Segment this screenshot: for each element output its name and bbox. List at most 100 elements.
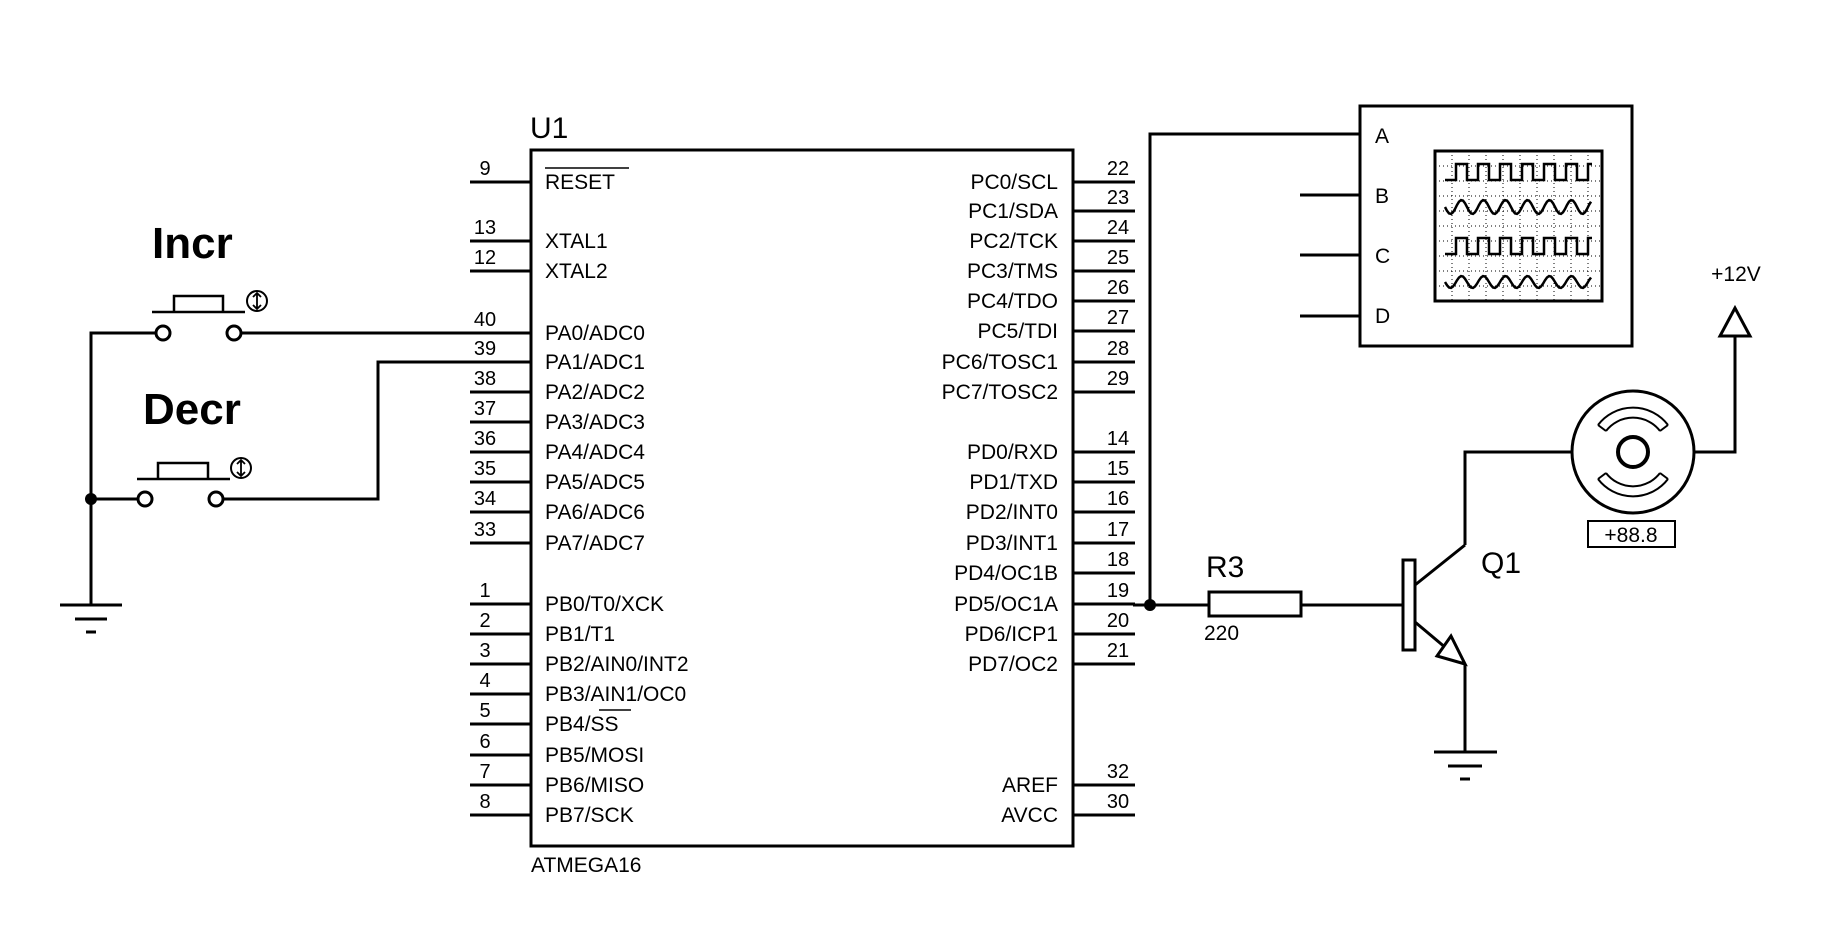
resistor-body — [1207, 590, 1303, 618]
pin-label: PC3/TMS — [967, 260, 1058, 283]
pin-label: PC2/TCK — [969, 230, 1058, 253]
wire-pd5-to-scope-a — [1148, 132, 1360, 605]
button-incr-toggle-icon[interactable] — [246, 290, 268, 312]
pin-number: 34 — [474, 488, 496, 510]
pin-number: 13 — [474, 217, 496, 239]
pin-number: 1 — [479, 580, 490, 602]
oscilloscope[interactable]: A B C D — [1300, 104, 1634, 348]
scope-channel-c: C — [1375, 245, 1390, 268]
pin-number: 14 — [1107, 428, 1129, 450]
pin-label: PB2/AIN0/INT2 — [545, 653, 689, 676]
wire-collector-to-motor — [1463, 450, 1572, 545]
button-incr-contact-left — [154, 324, 172, 342]
mcu-body — [529, 148, 1075, 848]
mcu-u1[interactable]: U1 ATMEGA16 9RESET13XTAL112XTAL240PA0/AD… — [470, 112, 1135, 877]
pin-label: PC1/SDA — [968, 200, 1058, 223]
pin-label: PB4/SS — [545, 713, 619, 736]
button-incr-label: Incr — [152, 219, 233, 268]
button-decr-toggle-icon[interactable] — [230, 457, 252, 479]
motor-readout-box — [1587, 520, 1676, 548]
pin-label: PA4/ADC4 — [545, 441, 645, 464]
pin-label: PA0/ADC0 — [545, 322, 645, 345]
pin-number: 23 — [1107, 187, 1129, 209]
pin-number: 21 — [1107, 640, 1129, 662]
transistor-base-bar — [1401, 558, 1417, 652]
pin-number: 3 — [479, 640, 490, 662]
scope-trace-b — [1443, 198, 1593, 216]
pin-number: 24 — [1107, 217, 1129, 239]
supply-label: +12V — [1711, 263, 1761, 286]
ground-symbol-left — [60, 603, 122, 634]
pin-number: 28 — [1107, 338, 1129, 360]
transistor-q1[interactable]: Q1 — [1401, 543, 1521, 667]
pin-number: 6 — [479, 731, 490, 753]
button-incr[interactable]: Incr — [152, 219, 268, 342]
pin-label: XTAL1 — [545, 230, 608, 253]
mcu-part-number: ATMEGA16 — [531, 854, 641, 877]
pin-number: 17 — [1107, 519, 1129, 541]
pin-label: PC7/TOSC2 — [942, 381, 1058, 404]
button-decr[interactable]: Decr — [136, 385, 252, 508]
pin-label: PD0/RXD — [967, 441, 1058, 464]
scope-channel-b: B — [1375, 185, 1389, 208]
junction-ground — [85, 493, 97, 505]
pin-number: 39 — [474, 338, 496, 360]
pin-number: 35 — [474, 458, 496, 480]
supply-12v: +12V — [1711, 263, 1761, 338]
button-incr-contact-right — [225, 324, 243, 342]
motor-shaft — [1616, 435, 1650, 469]
pin-number: 15 — [1107, 458, 1129, 480]
resistor-r3[interactable]: R3 220 — [1204, 551, 1303, 645]
dc-motor[interactable]: +88.8 — [1570, 389, 1696, 548]
pin-number: 25 — [1107, 247, 1129, 269]
motor-readout: +88.8 — [1604, 524, 1657, 547]
pin-label: PA1/ADC1 — [545, 351, 645, 374]
pin-number: 19 — [1107, 580, 1129, 602]
pin-number: 38 — [474, 368, 496, 390]
mcu-reference: U1 — [530, 112, 568, 145]
scope-trace-a — [1445, 162, 1592, 182]
transistor-emitter-arrow — [1434, 633, 1468, 667]
pin-label: PA2/ADC2 — [545, 381, 645, 404]
pin-label: PA6/ADC6 — [545, 501, 645, 524]
pin-label: PC0/SCL — [970, 171, 1058, 194]
pin-label: PD1/TXD — [969, 471, 1058, 494]
